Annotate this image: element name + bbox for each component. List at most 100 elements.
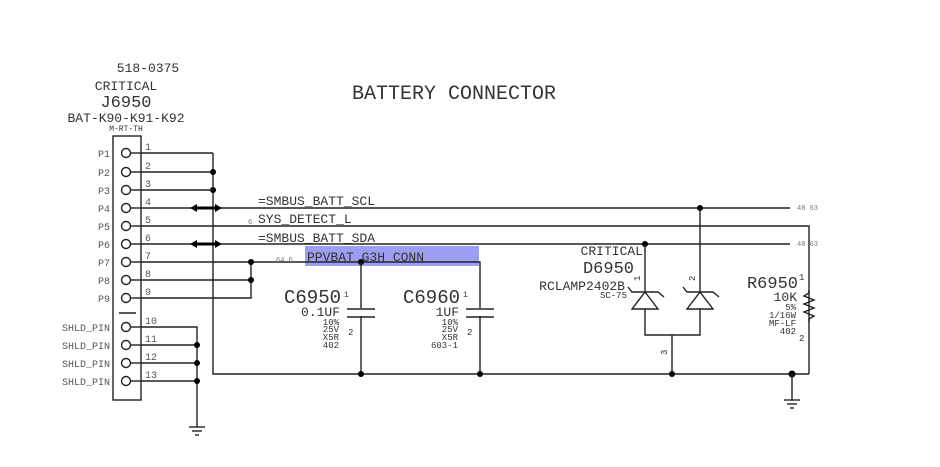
connector-variant: M-RT-TH <box>109 125 143 134</box>
tvs-diode-bar <box>682 286 720 298</box>
connector-pin-icon <box>120 202 132 214</box>
pin-label: SHLD_PIN <box>62 342 110 353</box>
connector-body <box>112 135 142 401</box>
junction <box>194 378 200 384</box>
r6950-tol: 5% <box>785 303 796 313</box>
r6950-power: 1/16W <box>769 311 797 321</box>
c6960-value: 1UF <box>436 305 459 320</box>
d6950-pin3: 3 <box>660 350 670 355</box>
junction <box>669 371 675 377</box>
c6950-tol: 10% <box>323 318 340 328</box>
net-scl-ref: 48 63 <box>797 205 818 213</box>
junction <box>248 277 254 283</box>
net-sys-detect-wire <box>141 225 810 374</box>
c6950-diel: X5R <box>323 333 340 343</box>
net-sys-detect-label: SYS_DETECT_L <box>258 212 352 227</box>
d6950-wire <box>644 208 701 336</box>
c6960-gap <box>465 308 495 316</box>
c6950-gap <box>346 308 376 316</box>
connector-pin-icon <box>120 238 132 250</box>
tvs-diode-icon <box>630 290 660 310</box>
connector-critical: CRITICAL <box>95 79 157 94</box>
junction <box>358 371 364 377</box>
bidirectional-arrow-icon <box>190 204 222 212</box>
schematic-title: BATTERY CONNECTOR <box>352 83 556 106</box>
ground-icon <box>784 399 800 409</box>
junction <box>194 360 200 366</box>
pin-label: P2 <box>98 169 110 180</box>
r6950-type: MF-LF <box>769 319 796 329</box>
c6960-diel: X5R <box>442 333 459 343</box>
net-sda-ref: 48 63 <box>797 241 818 249</box>
connector-refdes: J6950 <box>100 94 151 113</box>
pin-number: 5 <box>145 216 151 227</box>
pin-number: 12 <box>145 353 157 364</box>
c6960-pin2: 2 <box>467 328 472 338</box>
pin-number: 2 <box>145 162 151 173</box>
pin-number: 10 <box>145 317 157 328</box>
connector-pin-icon <box>120 292 132 304</box>
junction <box>477 371 483 377</box>
pin-number: 4 <box>145 198 151 209</box>
connector-pin-icon <box>120 256 132 268</box>
c6950-pin1: 1 <box>344 291 349 300</box>
shield-wire <box>141 326 198 427</box>
pin-label: P1 <box>98 150 110 161</box>
connector-pins: P11P22P33P44P55P66P77P88P99SHLD_PIN10SHL… <box>62 143 157 389</box>
connector-pin-icon <box>120 357 132 369</box>
d6950-pkg: SC-75 <box>600 291 627 301</box>
pin-label: P7 <box>98 259 110 270</box>
d6950-pin2: 2 <box>688 276 698 281</box>
connector-pin-icon <box>120 339 132 351</box>
connector-pin-icon <box>120 375 132 387</box>
c6960-pin1: 1 <box>463 291 468 300</box>
net-ppvbat-label: PPVBAT_G3H_CONN <box>307 250 424 265</box>
c6950-value: 0.1UF <box>301 305 340 320</box>
ground-icon <box>189 426 205 436</box>
pin-label: SHLD_PIN <box>62 360 110 371</box>
tvs-diode-icon <box>685 290 715 310</box>
pin-label: P9 <box>98 295 110 306</box>
c6960-tol: 10% <box>442 318 459 328</box>
pin-number: 1 <box>145 143 151 154</box>
pin-label: SHLD_PIN <box>62 324 110 335</box>
pin-number: 9 <box>145 288 151 299</box>
tvs-diode-bar <box>627 286 665 298</box>
gnd-bus-wire <box>212 153 809 375</box>
connector-pin-icon <box>120 321 132 333</box>
bidirectional-arrow-icon <box>190 240 222 248</box>
connector-pin-icon <box>120 147 132 159</box>
pin-number: 11 <box>145 335 157 346</box>
c6950-volt: 25V <box>323 325 340 335</box>
pin-number: 8 <box>145 270 151 281</box>
r6950-value: 10K <box>774 290 798 305</box>
connector-pin-icon <box>120 184 132 196</box>
c6960-pkg: 603-1 <box>431 341 458 351</box>
c6960-volt: 25V <box>442 325 459 335</box>
junction <box>248 259 254 265</box>
d6950-pin1: 1 <box>633 276 643 281</box>
r6950-pin1: 1 <box>799 273 804 283</box>
connector-pin-icon <box>120 274 132 286</box>
r6950-refdes: R6950 <box>747 275 798 294</box>
c6950-refdes: C6950 <box>284 287 341 309</box>
connector-pin-icon <box>120 166 132 178</box>
connector-part-number: 518-0375 <box>117 61 179 76</box>
net-scl-label: =SMBUS_BATT_SCL <box>258 194 375 209</box>
c6950-pkg: 402 <box>323 341 339 351</box>
pin-number: 3 <box>145 180 151 191</box>
d6950-refdes: D6950 <box>583 260 634 279</box>
pin-label: P3 <box>98 187 110 198</box>
pin-number: 6 <box>145 234 151 245</box>
pin9-wire <box>141 262 252 299</box>
net-sda-label: =SMBUS_BATT_SDA <box>258 231 375 246</box>
net-ppvbat-prefix: 64 6 <box>276 257 293 265</box>
connector-name: BAT-K90-K91-K92 <box>67 111 184 126</box>
pin-label: P4 <box>98 205 110 216</box>
net-sys-detect-prefix: 6 <box>248 219 252 227</box>
pin-number: 7 <box>145 252 151 263</box>
pin-number: 13 <box>145 371 157 382</box>
r6950-pkg: 402 <box>780 327 796 337</box>
pin-label: P8 <box>98 277 110 288</box>
